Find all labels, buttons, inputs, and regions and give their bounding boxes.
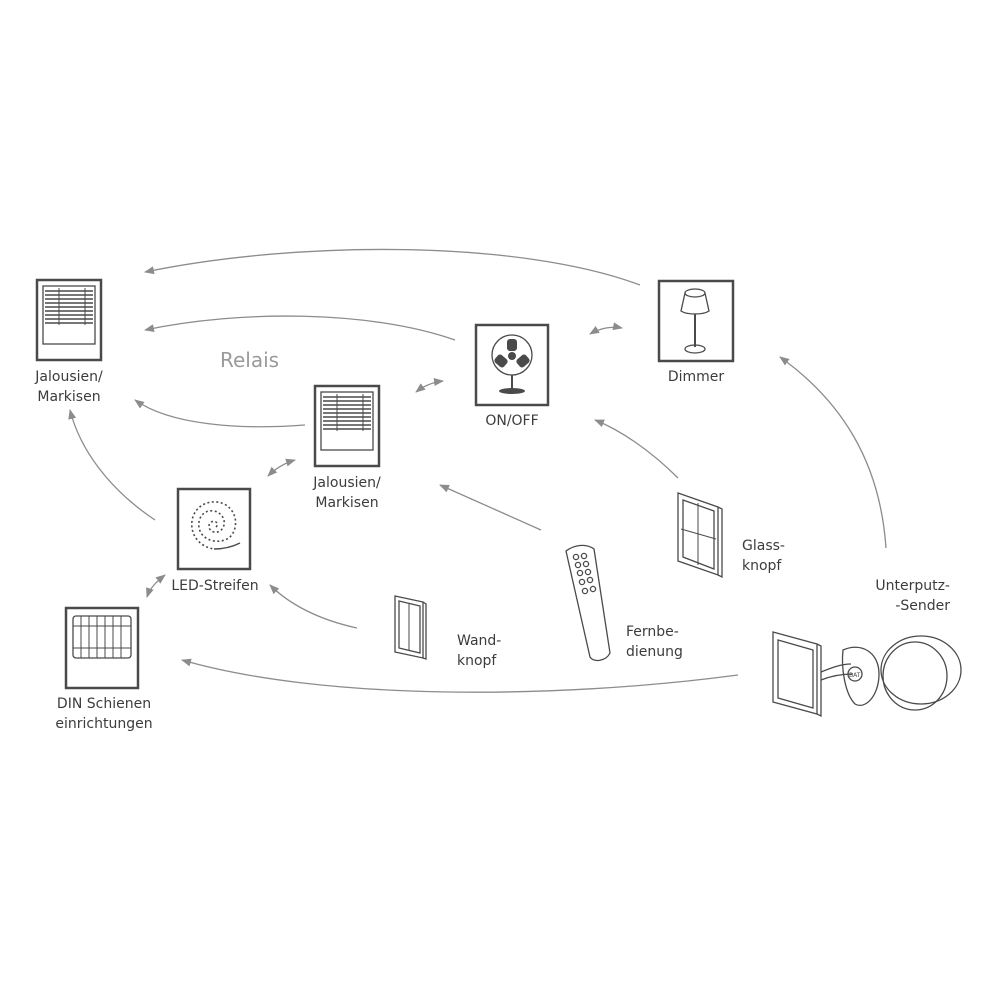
arrow-wand-to-led — [269, 584, 358, 629]
arrow-remote-to-jalousie — [439, 484, 542, 531]
led-strip-icon[interactable] — [176, 487, 252, 571]
remote-control-icon[interactable] — [565, 544, 611, 662]
label-jalousie-left: Jalousien/ Markisen — [35, 369, 103, 405]
relais-label: Relais — [220, 348, 280, 372]
din-rail-icon[interactable] — [64, 606, 140, 690]
arrow-unterputz-to-din — [181, 658, 739, 693]
label-wandknopf: Wand- knopf — [457, 633, 502, 669]
label-unterputz: Unterputz- -Sender — [875, 578, 950, 614]
arrow-dimmer-to-jalousie-top — [144, 248, 641, 286]
glass-switch-icon[interactable] — [677, 492, 723, 579]
fan-icon[interactable] — [474, 323, 550, 407]
flush-mounted-transmitter-icon[interactable]: BAT — [772, 631, 962, 718]
arrow-glass-to-onoff — [594, 419, 679, 479]
arrow-dimmer-onoff-bidir — [589, 322, 623, 335]
label-glassknopf: Glass- knopf — [742, 538, 785, 574]
label-dimmer: Dimmer — [667, 369, 725, 385]
arrow-led-jalousie-bidir — [267, 458, 296, 477]
blinds-icon[interactable] — [313, 384, 381, 468]
battery-label: BAT — [849, 672, 861, 679]
arrow-led-to-jalousie — [68, 409, 156, 521]
wall-switch-icon[interactable] — [394, 595, 427, 660]
label-jalousie-center: Jalousien/ Markisen — [313, 475, 381, 511]
arrow-jalousie-onoff-bidir — [415, 378, 444, 393]
label-led: LED-Streifen — [171, 578, 259, 594]
label-din: DIN Schienen einrichtungen — [55, 696, 153, 732]
label-onoff: ON/OFF — [485, 413, 539, 429]
blinds-icon[interactable] — [35, 278, 103, 362]
lamp-icon[interactable] — [657, 279, 735, 363]
arrow-unterputz-to-dimmer — [779, 356, 887, 549]
arrow-din-led-bidir — [146, 574, 166, 598]
arrow-onoff-to-jalousie — [144, 315, 456, 341]
arrow-jalousie-center-to-left — [134, 399, 306, 428]
label-fernbedienung: Fernbe- dienung — [626, 624, 683, 660]
